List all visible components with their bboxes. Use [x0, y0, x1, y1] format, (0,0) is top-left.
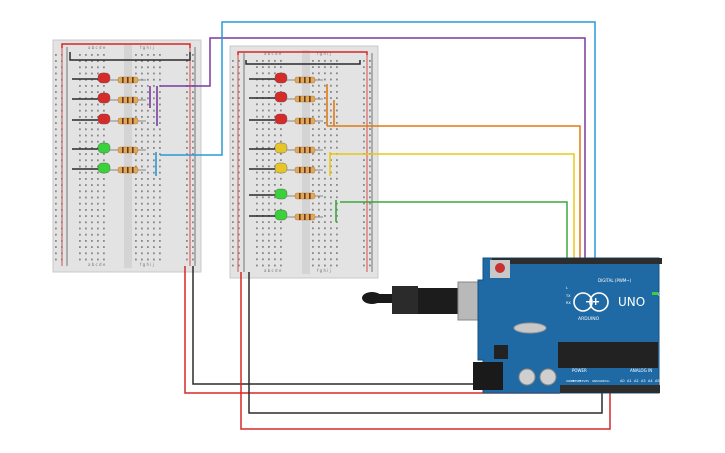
analog-pin-label: A1	[627, 379, 632, 383]
red-led	[249, 91, 288, 103]
left-col-letters-bottom: a b c d e	[88, 262, 106, 267]
power-pin-label: RESET	[573, 379, 582, 383]
resistor	[110, 76, 146, 84]
power-pin-label: GND	[599, 379, 605, 383]
tx-label: TX	[565, 294, 571, 298]
red-led	[72, 113, 111, 125]
power-pin-label: IOREF	[566, 379, 575, 383]
components	[72, 72, 323, 221]
on-label: ON	[658, 292, 664, 297]
green-led	[249, 209, 288, 221]
right-col-letters-bottom-right: f g h i j	[317, 268, 331, 273]
resistor	[110, 146, 146, 154]
green-led	[249, 188, 288, 200]
rx-label: RX	[566, 301, 571, 305]
resistor	[287, 166, 323, 174]
resistor	[110, 166, 146, 174]
green-led	[72, 142, 111, 154]
arduino-uno-text: UNO	[618, 295, 645, 309]
red-led	[249, 72, 288, 84]
jumper-wires	[149, 84, 337, 222]
resistor	[287, 95, 323, 103]
analog-pin-label: A3	[641, 379, 646, 383]
resistor	[287, 146, 323, 154]
l-label: L	[566, 286, 568, 290]
analog-pin-label: A5	[655, 379, 660, 383]
yellow-led	[249, 142, 288, 154]
resistor	[287, 192, 323, 200]
analog-pin-label: A2	[634, 379, 639, 383]
green-led	[72, 162, 111, 174]
left-col-letters-top: a b c d e	[88, 45, 106, 50]
right-col-letters-bottom: a b c d e	[264, 268, 282, 273]
breadboard-left: a b c d e f g h i j a b c d e f g h i j	[52, 39, 202, 273]
red-led	[72, 92, 111, 104]
analog-pin-label: A4	[648, 379, 653, 383]
yellow-led	[249, 162, 288, 174]
power-pin-label: Vin	[605, 379, 610, 383]
red-led	[249, 113, 288, 125]
resistor	[110, 96, 146, 104]
resistor	[287, 117, 323, 125]
red-led	[72, 72, 111, 84]
left-col-letters-bottom-right: f g h i j	[140, 262, 154, 267]
analog-label: ANALOG IN	[630, 368, 652, 373]
right-col-letters-top: a b c d e	[264, 51, 282, 56]
analog-pin-label: A0	[620, 379, 625, 383]
right-col-letters-top-right: f g h i j	[317, 51, 331, 56]
left-col-letters-top-right: f g h i j	[140, 45, 154, 50]
power-pin-label: 5V	[586, 379, 590, 383]
resistor	[287, 76, 323, 84]
digital-label: DIGITAL (PWM~)	[598, 278, 632, 283]
resistor	[287, 213, 323, 221]
power-pin-label: 3.3V	[579, 379, 585, 383]
power-pin-label: GND	[592, 379, 598, 383]
arduino-brand-text: ARDUINO	[578, 316, 600, 322]
resistor	[110, 117, 146, 125]
arduino-board: UNO ARDUINO DIGITAL (PWM~) ANALOG IN POW…	[473, 257, 664, 394]
power-label: POWER	[572, 368, 587, 373]
